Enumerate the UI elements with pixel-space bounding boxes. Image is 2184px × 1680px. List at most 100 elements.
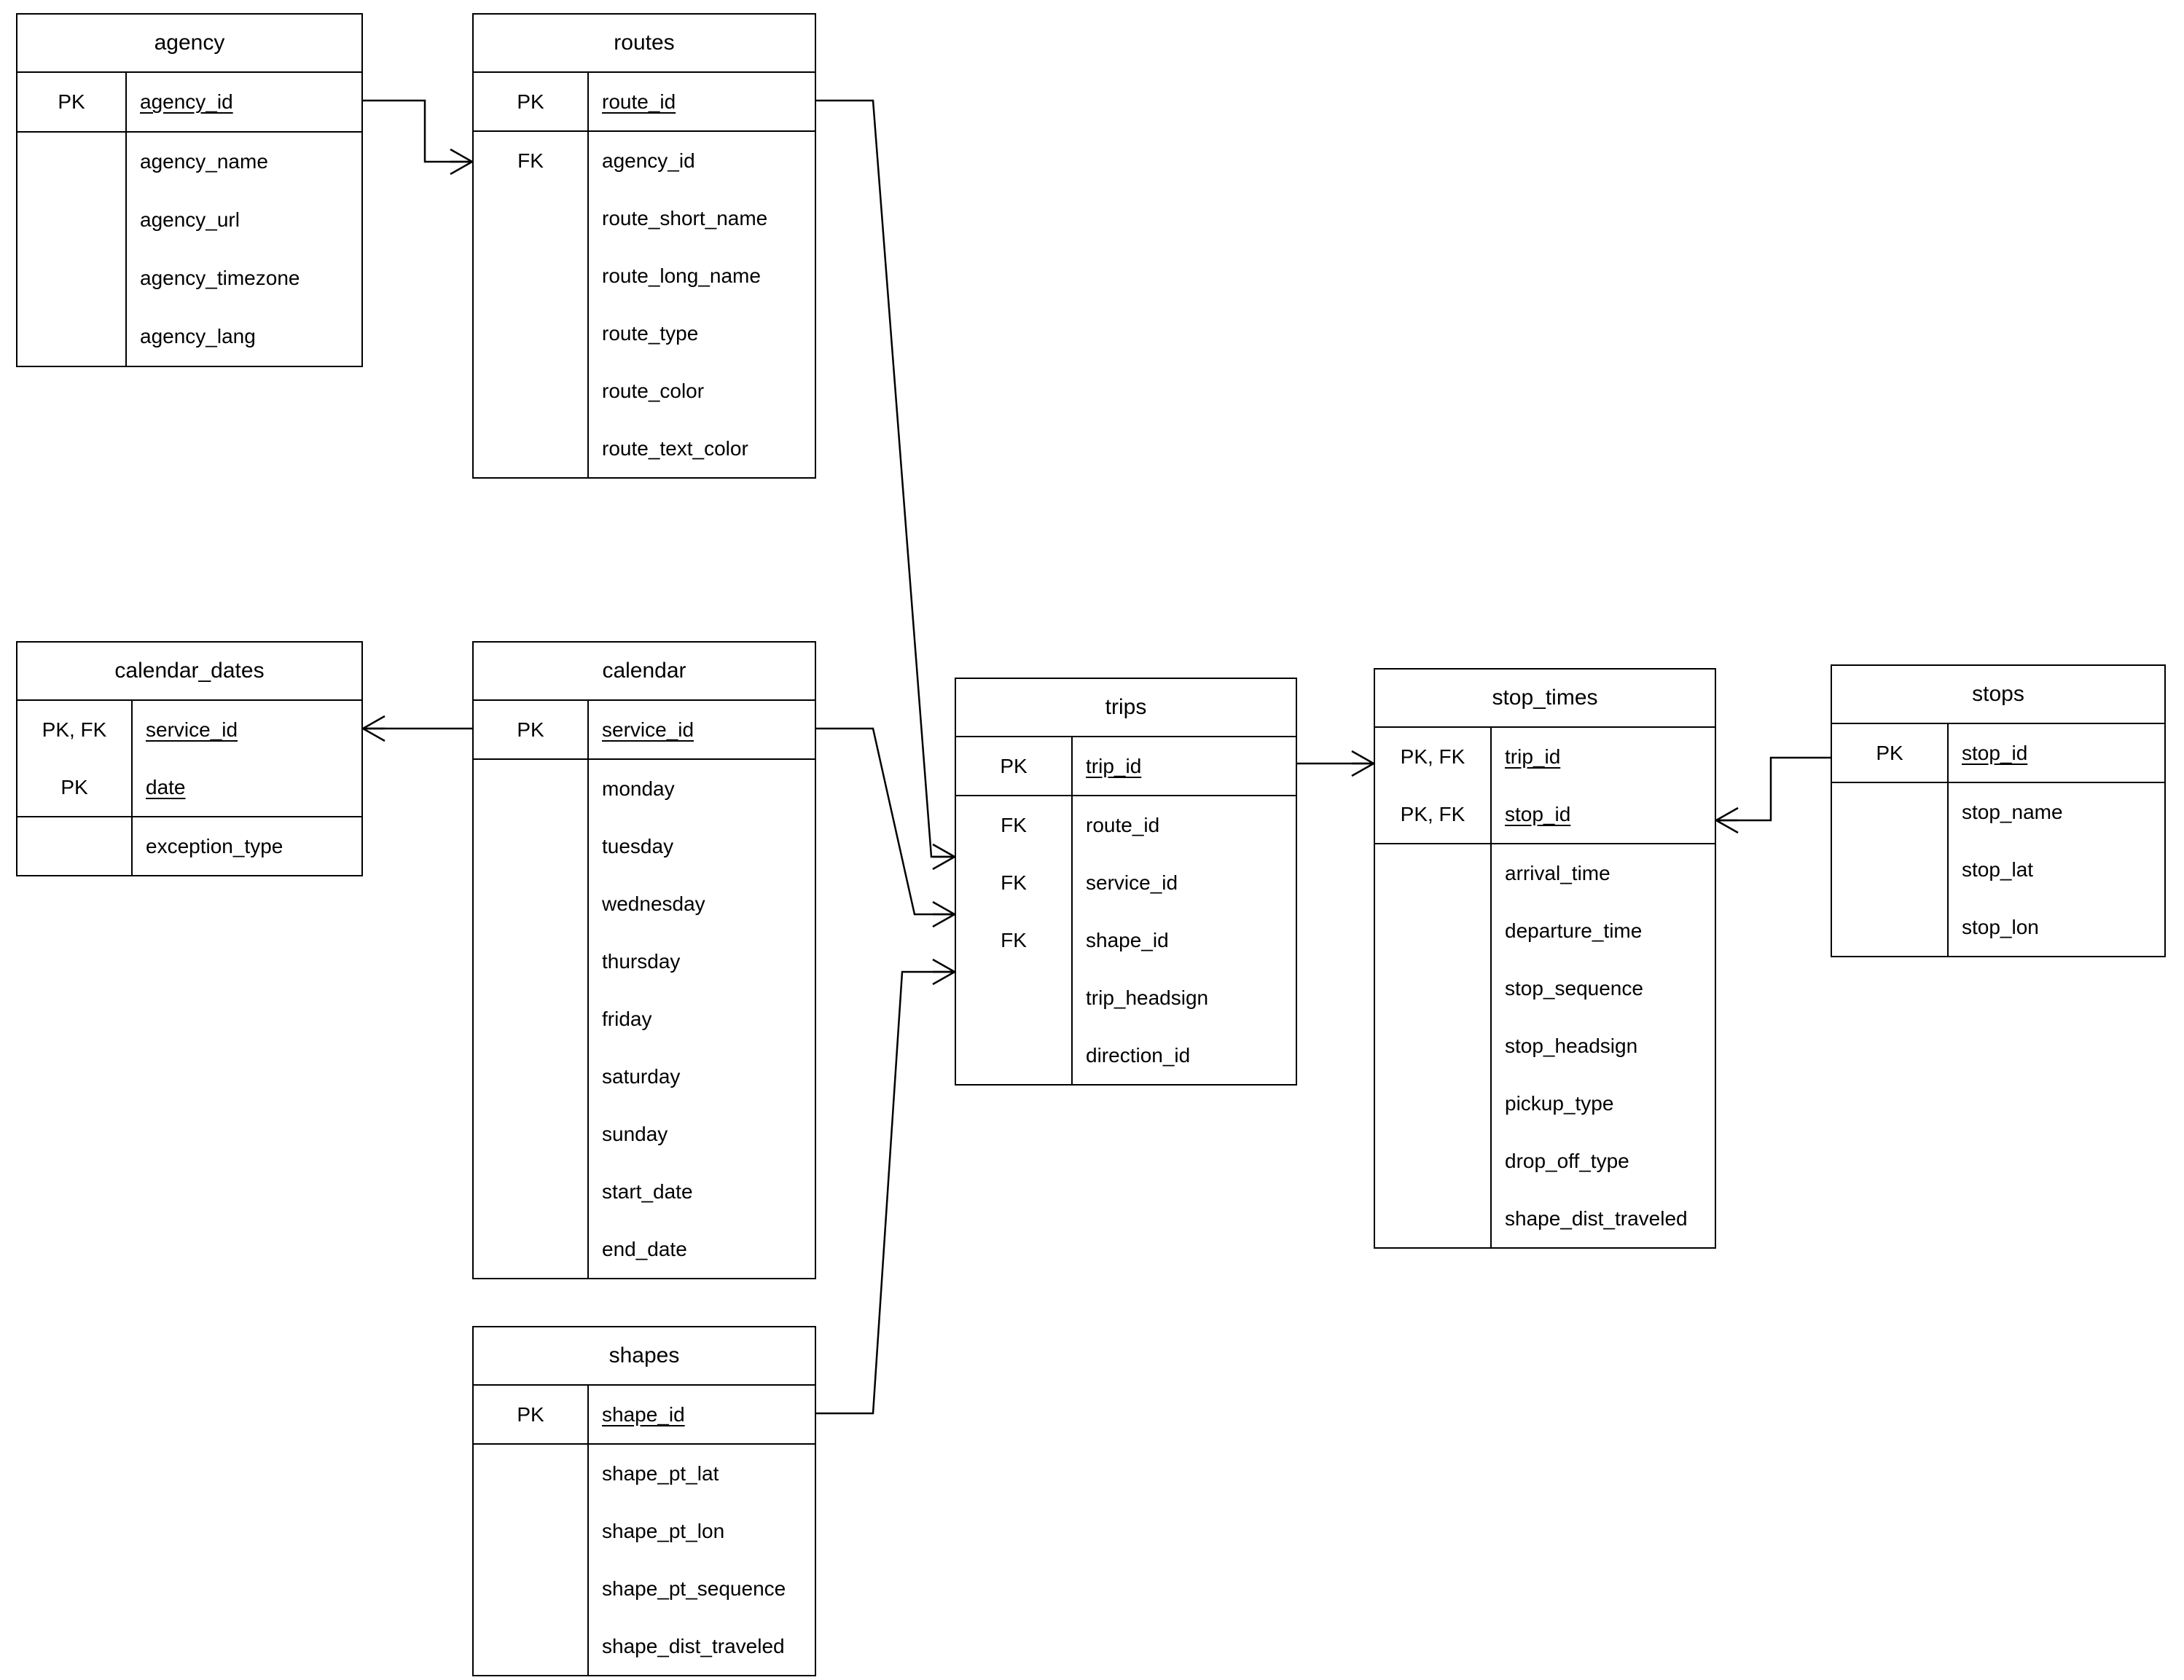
attribute-row[interactable]: shape_dist_traveled [474,1617,815,1675]
attribute-row[interactable]: monday [474,760,815,817]
attribute-key-label [1375,1132,1492,1190]
attribute-key-label: PK [474,1386,589,1443]
relationship-calendar_dates-calendar [362,715,472,742]
attribute-row[interactable]: start_date [474,1163,815,1220]
attribute-key-label [1375,902,1492,959]
attribute-row[interactable]: stop_lat [1832,841,2164,898]
attribute-row[interactable]: agency_name [17,133,361,191]
attribute-key-label: PK [17,758,133,816]
attribute-name: agency_url [140,208,240,231]
attribute-row[interactable]: shape_pt_sequence [474,1560,815,1617]
attribute-row[interactable]: departure_time [1375,902,1715,959]
attribute-row[interactable]: stop_name [1832,783,2164,841]
attribute-row[interactable]: thursday [474,933,815,990]
attribute-key-label [1375,1017,1492,1075]
relationship-line [363,99,472,163]
entity-title-shapes: shapes [474,1327,815,1386]
attribute-name: shape_id [1086,928,1169,951]
attribute-row[interactable]: route_type [474,305,815,362]
attribute-row[interactable]: route_color [474,362,815,420]
attribute-row[interactable]: trip_headsign [956,969,1296,1027]
attribute-name: service_id [146,718,238,741]
attribute-row[interactable]: stop_headsign [1375,1017,1715,1075]
attribute-name: pickup_type [1505,1091,1614,1115]
attribute-key-label: FK [956,911,1073,969]
attribute-key-label [474,189,589,247]
attribute-row[interactable]: agency_lang [17,307,361,366]
attribute-key-label [474,362,589,420]
crows-foot-icon [362,715,385,742]
attribute-name: agency_id [140,90,233,113]
attribute-name: route_id [602,90,676,113]
attribute-name: start_date [602,1179,693,1203]
attribute-key-label [1375,959,1492,1017]
attribute-name: thursday [602,949,681,973]
attribute-row[interactable]: wednesday [474,875,815,933]
entity-title-trips: trips [956,679,1296,737]
attribute-key-label [1375,844,1492,902]
attribute-row[interactable]: direction_id [956,1027,1296,1084]
attribute-key-label [474,933,589,990]
attribute-row[interactable]: agency_timezone [17,249,361,307]
attribute-key-label [17,249,127,307]
attribute-name: trip_headsign [1086,986,1209,1009]
attribute-row[interactable]: shape_pt_lat [474,1445,815,1502]
attribute-name: shape_pt_lon [602,1519,725,1542]
attribute-row[interactable]: route_short_name [474,189,815,247]
attribute-row[interactable]: end_date [474,1220,815,1278]
attribute-row[interactable]: drop_off_type [1375,1132,1715,1190]
attribute-row[interactable]: shape_dist_traveled [1375,1190,1715,1247]
attribute-row[interactable]: arrival_time [1375,844,1715,902]
attribute-row[interactable]: stop_lon [1832,898,2164,956]
relationship-line [816,99,955,858]
attribute-row[interactable]: friday [474,990,815,1048]
attribute-key-label [17,133,127,191]
attribute-name: drop_off_type [1505,1149,1629,1172]
attribute-row[interactable]: PK, FK service_id [17,701,361,758]
attribute-row[interactable]: stop_sequence [1375,959,1715,1017]
attribute-name: arrival_time [1505,861,1610,884]
attribute-row[interactable]: agency_url [17,191,361,249]
attribute-name: shape_dist_traveled [1505,1206,1688,1230]
attribute-key-label: PK, FK [17,701,133,758]
attribute-row[interactable]: tuesday [474,817,815,875]
attribute-name: agency_name [140,150,268,173]
attribute-row[interactable]: sunday [474,1105,815,1163]
attribute-row[interactable]: saturday [474,1048,815,1105]
attribute-name: wednesday [602,892,705,915]
attribute-row[interactable]: shape_pt_lon [474,1502,815,1560]
crows-foot-icon [1351,750,1374,777]
attribute-row[interactable]: route_text_color [474,420,815,477]
attribute-name: shape_dist_traveled [602,1634,785,1657]
attribute-row[interactable]: route_long_name [474,247,815,305]
attributes-shapes: shape_pt_lat shape_pt_lon shape_pt_sequenc… [474,1445,815,1675]
attribute-row[interactable]: exception_type [17,817,361,875]
attribute-row[interactable]: FK shape_id [956,911,1296,969]
attribute-row[interactable]: pickup_type [1375,1075,1715,1132]
attribute-key-label [17,191,127,249]
relationship-routes-trips [816,99,955,871]
